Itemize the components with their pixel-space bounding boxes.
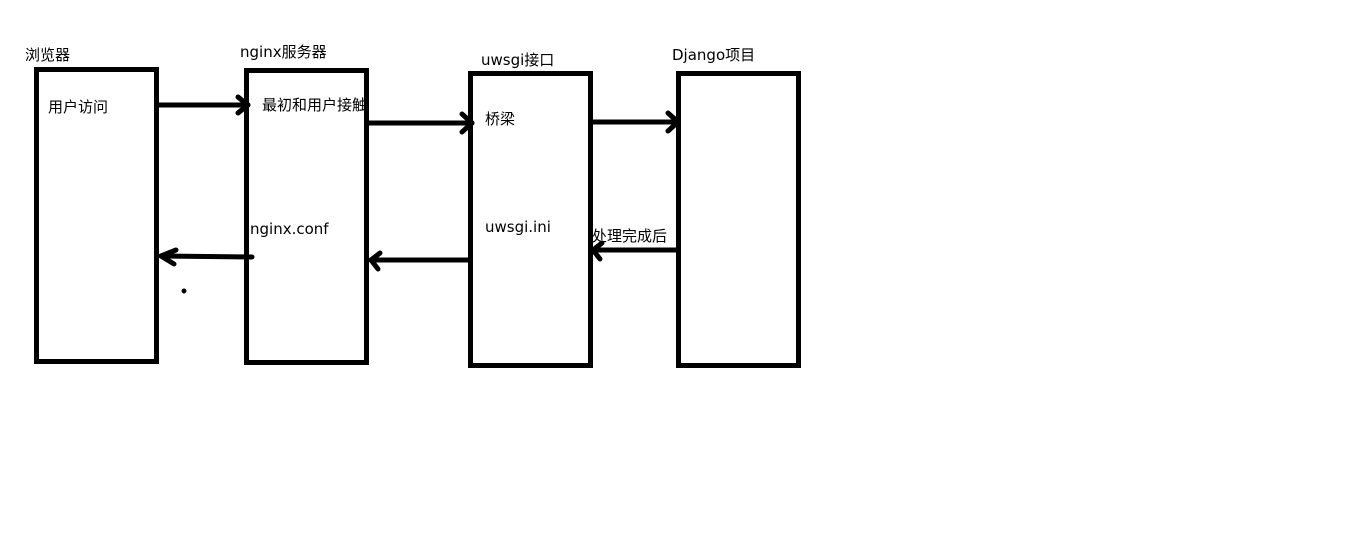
browser-box-text: 用户访问 — [48, 98, 109, 116]
django-title: Django项目 — [672, 46, 756, 64]
arrow-uwsgi-to-django — [590, 110, 681, 134]
browser-title: 浏览器 — [25, 46, 71, 64]
return-arrow-label: 处理完成后 — [592, 227, 668, 245]
uwsgi-box — [468, 71, 593, 368]
nginx-config-label: nginx.conf — [250, 220, 329, 238]
arrow-uwsgi-to-nginx — [368, 250, 471, 272]
arrow-nginx-to-browser — [158, 247, 255, 267]
uwsgi-box-text: 桥梁 — [485, 110, 516, 128]
nginx-title: nginx服务器 — [240, 43, 327, 61]
arrow-browser-to-nginx — [156, 94, 251, 116]
browser-box — [34, 67, 159, 364]
nginx-box — [244, 68, 369, 365]
django-box — [676, 71, 801, 368]
arrow-django-to-uwsgi — [590, 240, 679, 262]
arrow-nginx-to-uwsgi — [366, 111, 475, 135]
uwsgi-title: uwsgi接口 — [481, 51, 555, 69]
uwsgi-config-label: uwsgi.ini — [485, 218, 551, 236]
nginx-box-text: 最初和用户接触 — [262, 96, 366, 114]
stray-dot — [181, 288, 187, 294]
